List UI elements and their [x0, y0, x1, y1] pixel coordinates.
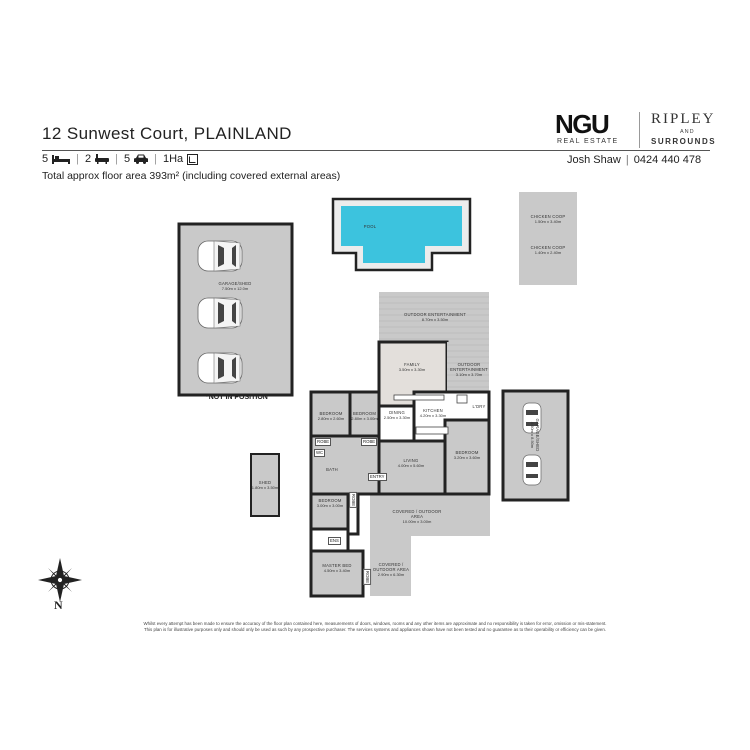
chicken-coop-block — [519, 192, 577, 285]
tag-robe-1: ROBE — [315, 438, 332, 446]
logo-and: AND — [680, 129, 695, 135]
tag-wc: WC — [314, 449, 326, 457]
surrounds-logo: SURROUNDS — [651, 137, 717, 146]
ripley-logo: RIPLEY — [651, 111, 716, 127]
kitchen-bench — [393, 394, 445, 401]
real-estate-label: REAL ESTATE — [557, 138, 619, 145]
master-bed — [309, 549, 365, 598]
total-floor-area: Total approx floor area 393m² (including… — [42, 170, 341, 182]
bed-icon — [52, 155, 71, 164]
tag-robe-3: ROBE — [349, 491, 358, 509]
fridge — [456, 394, 468, 404]
agent-name: Josh Shaw — [567, 154, 621, 166]
not-in-position-note: *NOT IN POSITION — [206, 394, 268, 401]
stats-separator: | — [76, 153, 79, 165]
property-title: 12 Sunwest Court, PLAINLAND — [42, 124, 292, 143]
logo-divider — [639, 112, 640, 148]
disclaimer-line-1: Whilst every attempt has been made to en… — [143, 621, 607, 626]
covered-area-1 — [370, 494, 490, 536]
kitchen-island — [415, 426, 449, 435]
bath-icon — [95, 154, 110, 164]
agent-contact: Josh Shaw | 0424 440 478 — [567, 154, 701, 166]
land-icon — [187, 153, 199, 165]
bedroom-count: 5 — [42, 153, 49, 165]
living — [377, 439, 447, 496]
small-shed — [250, 453, 280, 517]
car-icon — [134, 154, 149, 164]
outdoor-ent-covered — [447, 342, 489, 392]
tag-entry: ENTRY — [368, 473, 387, 481]
stats-separator: | — [115, 153, 118, 165]
room-label-pool: POOL — [363, 224, 377, 229]
property-stats: 5 | 2 | 5 | 1Ha — [42, 153, 199, 165]
bedroom-4 — [309, 492, 350, 531]
stats-separator: | — [154, 153, 157, 165]
header-divider — [42, 150, 710, 151]
room-label-ldry: L'DRY — [472, 404, 486, 409]
disclaimer: Whilst every attempt has been made to en… — [100, 621, 650, 633]
agent-separator: | — [625, 154, 629, 166]
bathroom-count: 2 — [84, 153, 92, 165]
car-count: 5 — [123, 153, 131, 165]
tag-ens: ENS — [328, 537, 341, 545]
tag-robe-4: ROBE — [363, 568, 372, 586]
land-size: 1Ha — [162, 153, 184, 165]
disclaimer-line-2: This plan is for illustrative purposes o… — [143, 627, 607, 632]
room-label-bath: BATH — [326, 467, 338, 472]
compass-rose-icon — [38, 558, 82, 602]
outdoor-deck — [379, 292, 489, 342]
agent-phone: 0424 440 478 — [633, 154, 702, 166]
compass-north-label: N — [54, 598, 63, 612]
pool-water — [341, 206, 462, 263]
tag-robe-2: ROBE — [361, 438, 378, 446]
ngu-logo: NGU — [555, 109, 610, 139]
dining — [377, 404, 416, 443]
bedroom-3 — [443, 418, 491, 496]
covered-area-2 — [370, 536, 411, 596]
